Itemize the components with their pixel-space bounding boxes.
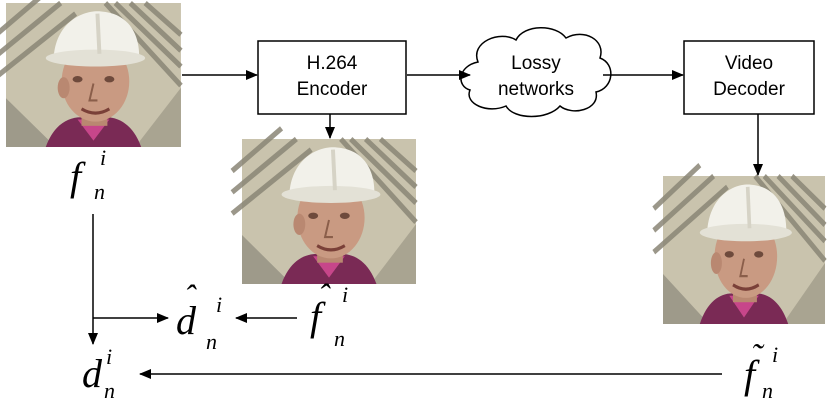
encoder-label-line2: Encoder xyxy=(297,79,368,100)
encoder-distortion-symbol-sub: n xyxy=(206,329,217,354)
received-symbol-base: f xyxy=(744,352,760,397)
encoded-symbol-base: f xyxy=(310,294,326,339)
received-symbol-sup: i xyxy=(772,342,778,367)
h264-encoder-box: H.264 Encoder xyxy=(257,40,407,115)
encoder-distortion-symbol-hat: ̂ xyxy=(186,284,197,289)
symbol-received-frame: f ̃ i n xyxy=(744,342,778,403)
received-symbol-tilde: ̃ xyxy=(753,343,765,348)
encoded-symbol-sub: n xyxy=(334,326,345,351)
encoded-symbol-sup: i xyxy=(342,282,348,307)
encoded-frame-thumbnail xyxy=(232,128,416,284)
total-distortion-symbol-sub: n xyxy=(104,378,115,403)
symbol-total-distortion: d i n xyxy=(82,344,115,403)
original-frame-thumbnail xyxy=(0,0,181,147)
decoder-label-line1: Video xyxy=(725,53,773,74)
network-label-line1: Lossy xyxy=(511,53,561,74)
decoded-frame-thumbnail xyxy=(654,165,825,324)
total-distortion-symbol-base: d xyxy=(82,351,103,396)
encoder-distortion-symbol-base: d xyxy=(176,298,197,343)
total-distortion-symbol-sup: i xyxy=(106,344,112,369)
original-symbol-base: f xyxy=(70,154,86,199)
encoder-distortion-symbol-sup: i xyxy=(216,292,222,317)
symbol-encoded-frame: f ̂ i n xyxy=(310,282,348,351)
encoder-label-line1: H.264 xyxy=(307,53,358,74)
decoder-label-line2: Decoder xyxy=(713,79,785,100)
original-symbol-sup: i xyxy=(100,145,106,170)
symbol-original-frame: f i n xyxy=(70,145,106,204)
network-label-line2: networks xyxy=(498,79,574,100)
received-symbol-sub: n xyxy=(762,378,773,403)
arrows xyxy=(88,70,763,379)
video-decoder-box: Video Decoder xyxy=(683,40,815,115)
lossy-networks-cloud: Lossy networks xyxy=(460,27,612,118)
symbol-encoder-distortion: d ̂ i n xyxy=(176,284,222,354)
original-symbol-sub: n xyxy=(94,179,105,204)
